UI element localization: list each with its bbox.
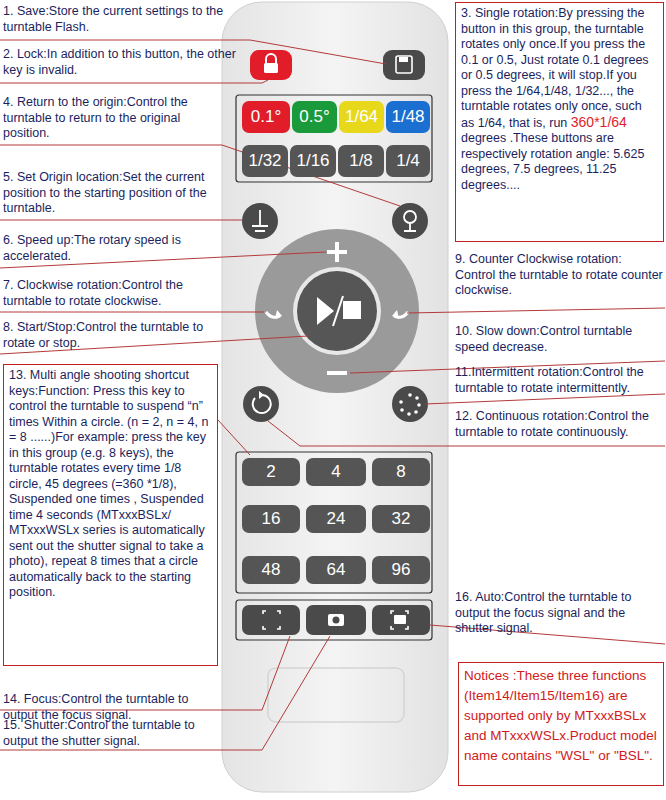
key-label: 64 xyxy=(327,560,346,580)
key-label: 96 xyxy=(392,560,411,580)
callout-text: 12. Continuous rotation:Control the turn… xyxy=(455,409,664,440)
callout-text: 5. Set Origin location:Set the current p… xyxy=(3,170,235,217)
key-button: 1/48 xyxy=(386,101,430,133)
callout-text: 4. Return to the origin:Control the turn… xyxy=(3,95,225,142)
key-button: 4 xyxy=(306,458,366,486)
callout-text: 1. Save:Store the current settings to th… xyxy=(3,4,248,35)
key-label: 0.5° xyxy=(299,107,329,127)
key-label: 1/8 xyxy=(349,151,373,171)
key-button: 1/16 xyxy=(290,145,336,177)
callout-text: 360*1/64 xyxy=(571,114,627,130)
key-label: 1/32 xyxy=(248,151,281,171)
key-label: 48 xyxy=(262,560,281,580)
key-label: 8 xyxy=(396,462,405,482)
key-label: 1/16 xyxy=(296,151,329,171)
key-button: 1/64 xyxy=(339,101,384,133)
key-button: 1/8 xyxy=(338,145,384,177)
callout-text: Notices :These three functions (Item14/I… xyxy=(464,668,657,763)
key-button: 2 xyxy=(242,458,300,486)
callout-text: 16. Auto:Control the turntable to output… xyxy=(455,590,664,637)
notice-box: Notices :These three functions (Item14/I… xyxy=(458,662,664,786)
key-label: 1/4 xyxy=(396,151,420,171)
key-label: 4 xyxy=(331,462,340,482)
key-button: 32 xyxy=(372,505,430,533)
key-button: 48 xyxy=(242,556,300,584)
key-button: 64 xyxy=(306,556,366,584)
key-button: 1/4 xyxy=(386,145,430,177)
key-label: 1/48 xyxy=(391,107,424,127)
callout-text: 7. Clockwise rotation:Control the turnta… xyxy=(3,278,235,309)
callout-text: 3. Single rotation:By pressing the butto… xyxy=(461,6,649,130)
key-button: 24 xyxy=(306,505,366,533)
callout-text: 9. Counter Clockwise rotation: Control t… xyxy=(455,252,664,299)
key-label: 0.1° xyxy=(251,107,281,127)
callout-text: 13. Multi angle shooting shortcut keys:F… xyxy=(9,368,208,599)
callout-text: 8. Start/Stop:Control the turntable to r… xyxy=(3,320,235,351)
key-label: 2 xyxy=(266,462,275,482)
key-button: 96 xyxy=(372,556,430,584)
key-button: 0.1° xyxy=(242,101,290,133)
key-button: 8 xyxy=(372,458,430,486)
key-button: 16 xyxy=(242,505,300,533)
callout-text: 15. Shutter:Control the turntable to out… xyxy=(3,718,225,749)
key-button: 0.5° xyxy=(292,101,337,133)
callout-text: 6. Speed up:The rotary speed is accelera… xyxy=(3,233,235,264)
key-label: 1/64 xyxy=(345,107,378,127)
callout-text: 11.Intermittent rotation:Control the tur… xyxy=(455,365,664,396)
callout-text: 10. Slow down:Control turntable speed de… xyxy=(455,324,664,355)
key-label: 16 xyxy=(262,509,281,529)
callout-text: 2. Lock:In addition to this button, the … xyxy=(3,47,248,78)
callout-box: 13. Multi angle shooting shortcut keys:F… xyxy=(3,364,218,666)
callout-box: 3. Single rotation:By pressing the butto… xyxy=(455,2,664,242)
key-button: 1/32 xyxy=(242,145,288,177)
key-label: 24 xyxy=(327,509,346,529)
key-label: 32 xyxy=(392,509,411,529)
callout-text: degrees .These buttons are respectively … xyxy=(461,131,644,192)
